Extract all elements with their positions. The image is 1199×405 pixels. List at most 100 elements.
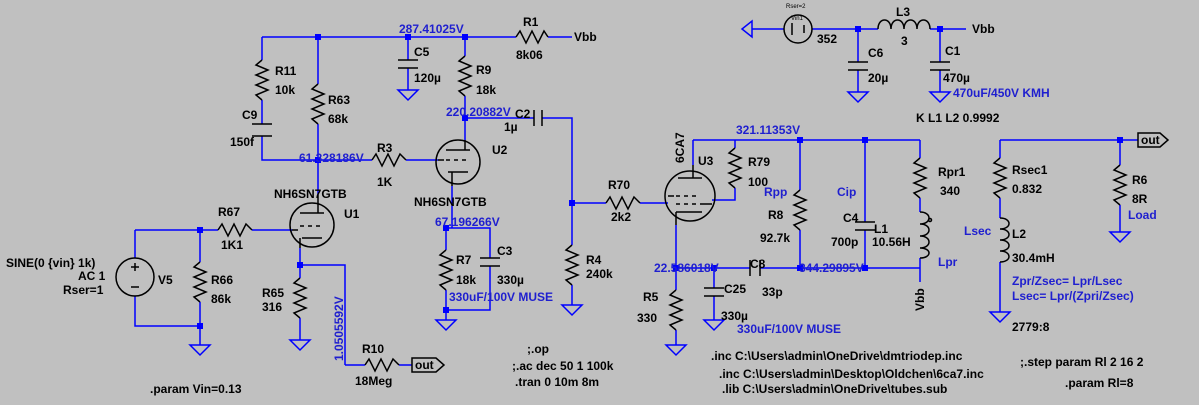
coupling-directive: K L1 L2 0.9992 bbox=[916, 111, 1000, 125]
r79-value: 100 bbox=[748, 175, 768, 189]
directive-inc-1: .inc C:\Users\admin\OneDrive\dmtriodep.i… bbox=[711, 349, 963, 363]
r63-value: 68k bbox=[328, 112, 348, 126]
net-voltage-label: 344.29895V bbox=[799, 261, 864, 275]
ground-symbol bbox=[396, 89, 420, 102]
r6-value: 8R bbox=[1132, 192, 1148, 206]
ac-spec: AC 1 bbox=[78, 269, 106, 283]
capacitor-c25-symbol bbox=[704, 287, 724, 297]
tube-u1-elements bbox=[292, 195, 324, 248]
turns-ratio: 2779:8 bbox=[1012, 320, 1050, 334]
r10-name: R10 bbox=[362, 342, 384, 356]
junction bbox=[862, 137, 868, 143]
vin1-value: 352 bbox=[817, 32, 837, 46]
inductor-l2-symbol bbox=[999, 217, 1010, 263]
net-voltage-labels: 287.41025V 220.20882V 61.328186V 67.1962… bbox=[299, 22, 864, 361]
junction bbox=[462, 34, 468, 40]
junction bbox=[315, 157, 321, 163]
junction bbox=[462, 115, 468, 121]
r66-value: 86k bbox=[211, 292, 231, 306]
r67-value: 1K1 bbox=[221, 238, 243, 252]
directive-param-rl: .param Rl=8 bbox=[1065, 376, 1134, 390]
directive-step: ;.step param Rl 2 16 2 bbox=[1020, 355, 1144, 369]
u1-value: NH6SN7GTB bbox=[274, 187, 347, 201]
net-voltage-label: 22.586018V bbox=[654, 261, 719, 275]
r1-value: 8k06 bbox=[516, 48, 543, 62]
l1-name: L1 bbox=[874, 222, 888, 236]
u2-name: U2 bbox=[492, 143, 508, 157]
resistor-rpr1-symbol bbox=[912, 157, 928, 199]
r1-name: R1 bbox=[523, 15, 539, 29]
junction bbox=[405, 34, 411, 40]
tube-u3-envelope bbox=[664, 170, 716, 222]
r65-name: R65 bbox=[262, 286, 284, 300]
source-vin1-glyph bbox=[791, 23, 805, 35]
r79-name: R79 bbox=[748, 155, 770, 169]
resistor-r79-symbol bbox=[727, 147, 743, 189]
source-vin1-symbol bbox=[783, 14, 813, 44]
c4-value: 700p bbox=[831, 235, 858, 249]
resistor-r3-symbol bbox=[371, 152, 407, 168]
capacitor-c6-symbol bbox=[848, 61, 868, 71]
c6-value: 20µ bbox=[868, 71, 888, 85]
lpr-label: Lpr bbox=[938, 255, 958, 269]
r65-value: 316 bbox=[262, 300, 282, 314]
r7-name: R7 bbox=[456, 253, 472, 267]
net-voltage-label: 321.11353V bbox=[736, 123, 800, 137]
impedance-note-2: Lsec= Lpr/(Zpri/Zsec) bbox=[1012, 289, 1134, 303]
net-names: Vbb Vbb Vbb out out bbox=[415, 22, 1160, 372]
r9-value: 18k bbox=[476, 83, 496, 97]
c1-name: C1 bbox=[945, 44, 961, 58]
resistor-r70-symbol bbox=[605, 195, 641, 211]
directive-tran: .tran 0 10m 8m bbox=[515, 375, 599, 389]
junction bbox=[1117, 137, 1123, 143]
net-voltage-label: 287.41025V bbox=[399, 22, 464, 36]
rpr1-name: Rpr1 bbox=[938, 165, 966, 179]
c9-name: C9 bbox=[242, 108, 258, 122]
c3-note: 330uF/100V MUSE bbox=[449, 290, 553, 304]
junction bbox=[315, 34, 321, 40]
c9-value: 150f bbox=[230, 135, 255, 149]
ground-symbol bbox=[664, 344, 688, 357]
l2-value: 30.4mH bbox=[1012, 251, 1055, 265]
c25-value: 330µ bbox=[721, 309, 748, 323]
junctions bbox=[197, 26, 1123, 329]
u1-name: U1 bbox=[344, 207, 360, 221]
r70-name: R70 bbox=[608, 178, 630, 192]
c5-value: 120µ bbox=[414, 71, 441, 85]
resistor-r4-symbol bbox=[564, 244, 580, 286]
resistor-r7-symbol bbox=[438, 249, 454, 291]
c3-value: 330µ bbox=[497, 273, 524, 287]
resistor-r66-symbol bbox=[192, 261, 208, 303]
capacitor-c4-symbol bbox=[855, 221, 875, 231]
c25-note: 330uF/100V MUSE bbox=[737, 322, 841, 336]
vin1-small-label: Vin1 bbox=[791, 16, 804, 22]
u2-value: NH6SN7GTB bbox=[414, 195, 487, 209]
net-voltage-label: 220.20882V bbox=[446, 105, 511, 119]
c8-value: 33p bbox=[762, 285, 783, 299]
capacitor-c9-symbol bbox=[252, 123, 272, 137]
v5-name: V5 bbox=[158, 273, 173, 287]
resistor-r65-symbol bbox=[292, 277, 308, 319]
annotations: SINE(0 {vin} 1k) AC 1 Rser=1 .param Vin=… bbox=[6, 86, 1157, 396]
resistor-rsec1-symbol bbox=[992, 157, 1008, 199]
tube-u2-elements bbox=[438, 140, 470, 186]
wire bbox=[300, 264, 346, 365]
inductor-l3-symbol bbox=[877, 19, 931, 30]
ground-symbol bbox=[846, 91, 870, 104]
net-voltage-label: 1.0505592V bbox=[332, 296, 346, 361]
net-name-vbb: Vbb bbox=[913, 288, 927, 311]
net-name-out: out bbox=[1141, 133, 1160, 147]
r70-value: 2k2 bbox=[611, 210, 631, 224]
rpp-label: Rpp bbox=[764, 185, 787, 199]
l3-name: L3 bbox=[896, 5, 910, 19]
resistor-r10-symbol bbox=[364, 357, 400, 373]
cip-label: Cip bbox=[837, 185, 856, 199]
resistor-r9-symbol bbox=[457, 55, 473, 97]
out-port-r6-symbol bbox=[1137, 132, 1170, 148]
wire bbox=[446, 227, 491, 258]
ground-symbol bbox=[1108, 231, 1132, 244]
wire bbox=[261, 136, 300, 161]
junction bbox=[197, 227, 203, 233]
ground-symbol bbox=[740, 19, 753, 39]
